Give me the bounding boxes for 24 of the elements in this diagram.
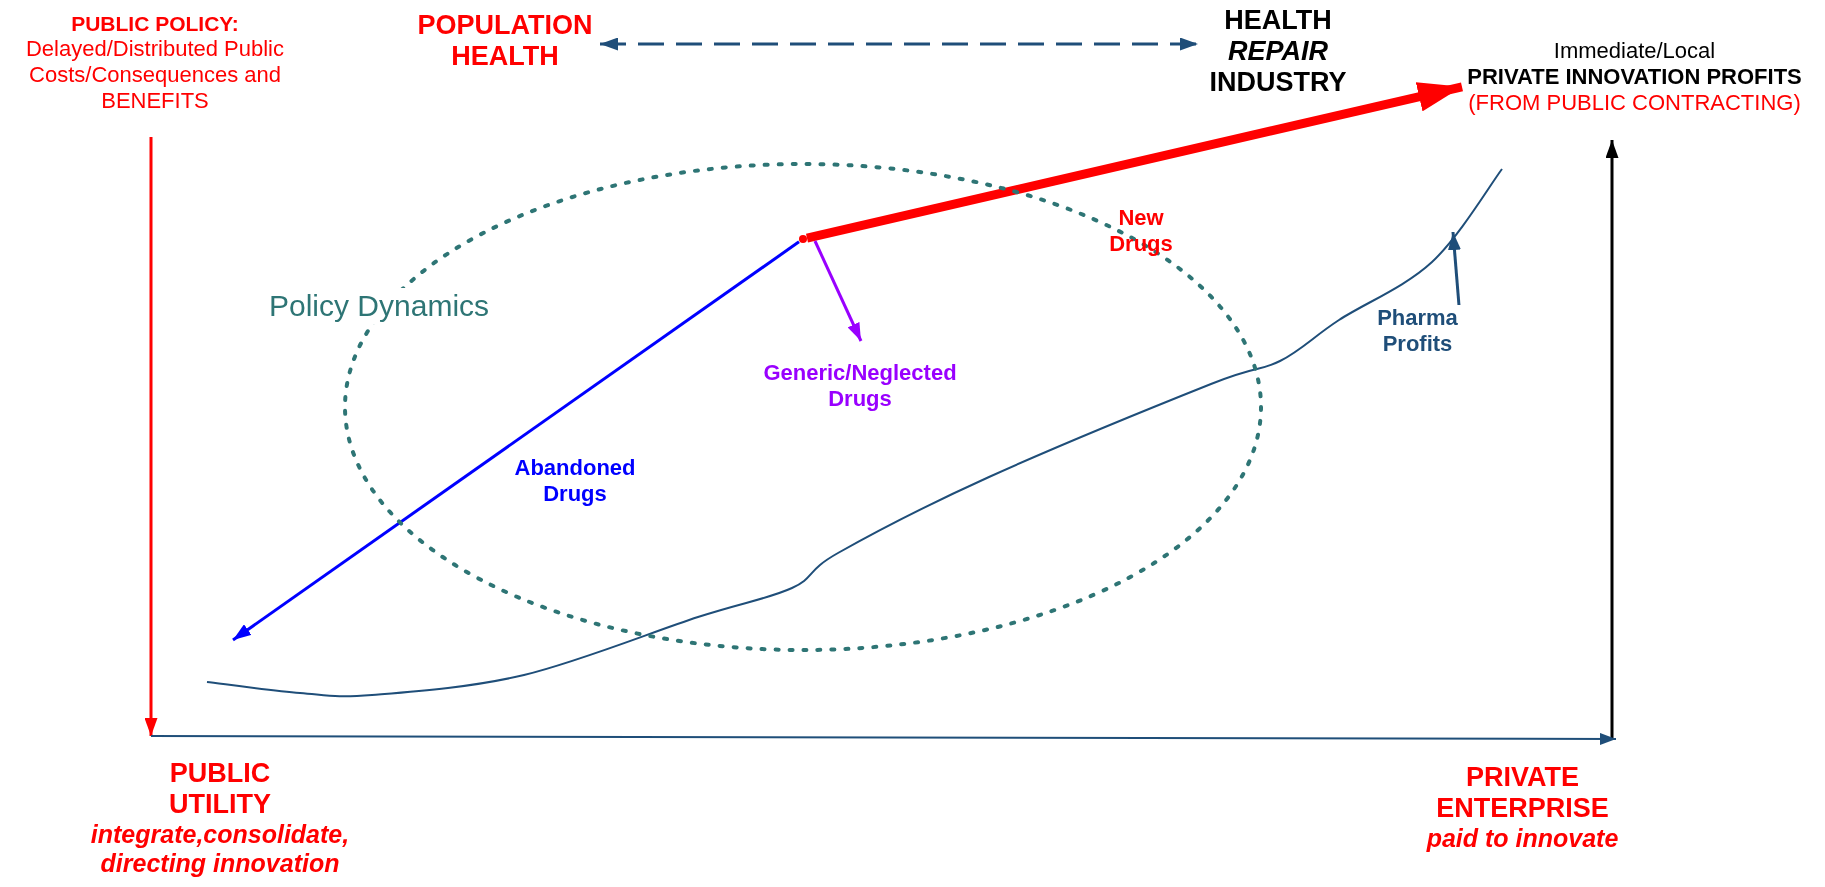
pole-heading: PRIVATE ENTERPRISE [1435, 762, 1610, 824]
policy-text: Delayed/Distributed Public Costs/Consequences and BENEFITS [25, 36, 285, 114]
arrow [144, 137, 158, 736]
arrow [806, 82, 1463, 243]
arrow [232, 240, 800, 642]
heading-text: POPULATION HEALTH [416, 10, 594, 72]
edge-label: Generic/Neglected Drugs [762, 360, 958, 413]
pole-text: integrate,consolidate, directing innovation [89, 820, 351, 878]
curve-label: Pharma Profits [1376, 305, 1459, 357]
edge-label: Abandoned Drugs [513, 455, 637, 508]
arrow [1605, 140, 1619, 739]
leader-line [1448, 231, 1461, 306]
policy-heading: PUBLIC POLICY: [71, 12, 239, 36]
pole-heading: PUBLIC UTILITY [168, 758, 272, 820]
arrow [600, 37, 1198, 51]
heading-text: PRIVATE INNOVATION PROFITS [1467, 64, 1802, 90]
heading-text: HEALTH REPAIR INDUSTRY [1208, 5, 1348, 98]
pole-text: paid to innovate [1425, 824, 1620, 853]
arrow [150, 732, 1617, 745]
edge-label: New Drugs [1108, 205, 1174, 258]
subheading-text: Immediate/Local [1553, 38, 1716, 64]
note-text: (FROM PUBLIC CONTRACTING) [1468, 90, 1801, 116]
arrow [813, 240, 863, 342]
junction-point [799, 235, 807, 243]
